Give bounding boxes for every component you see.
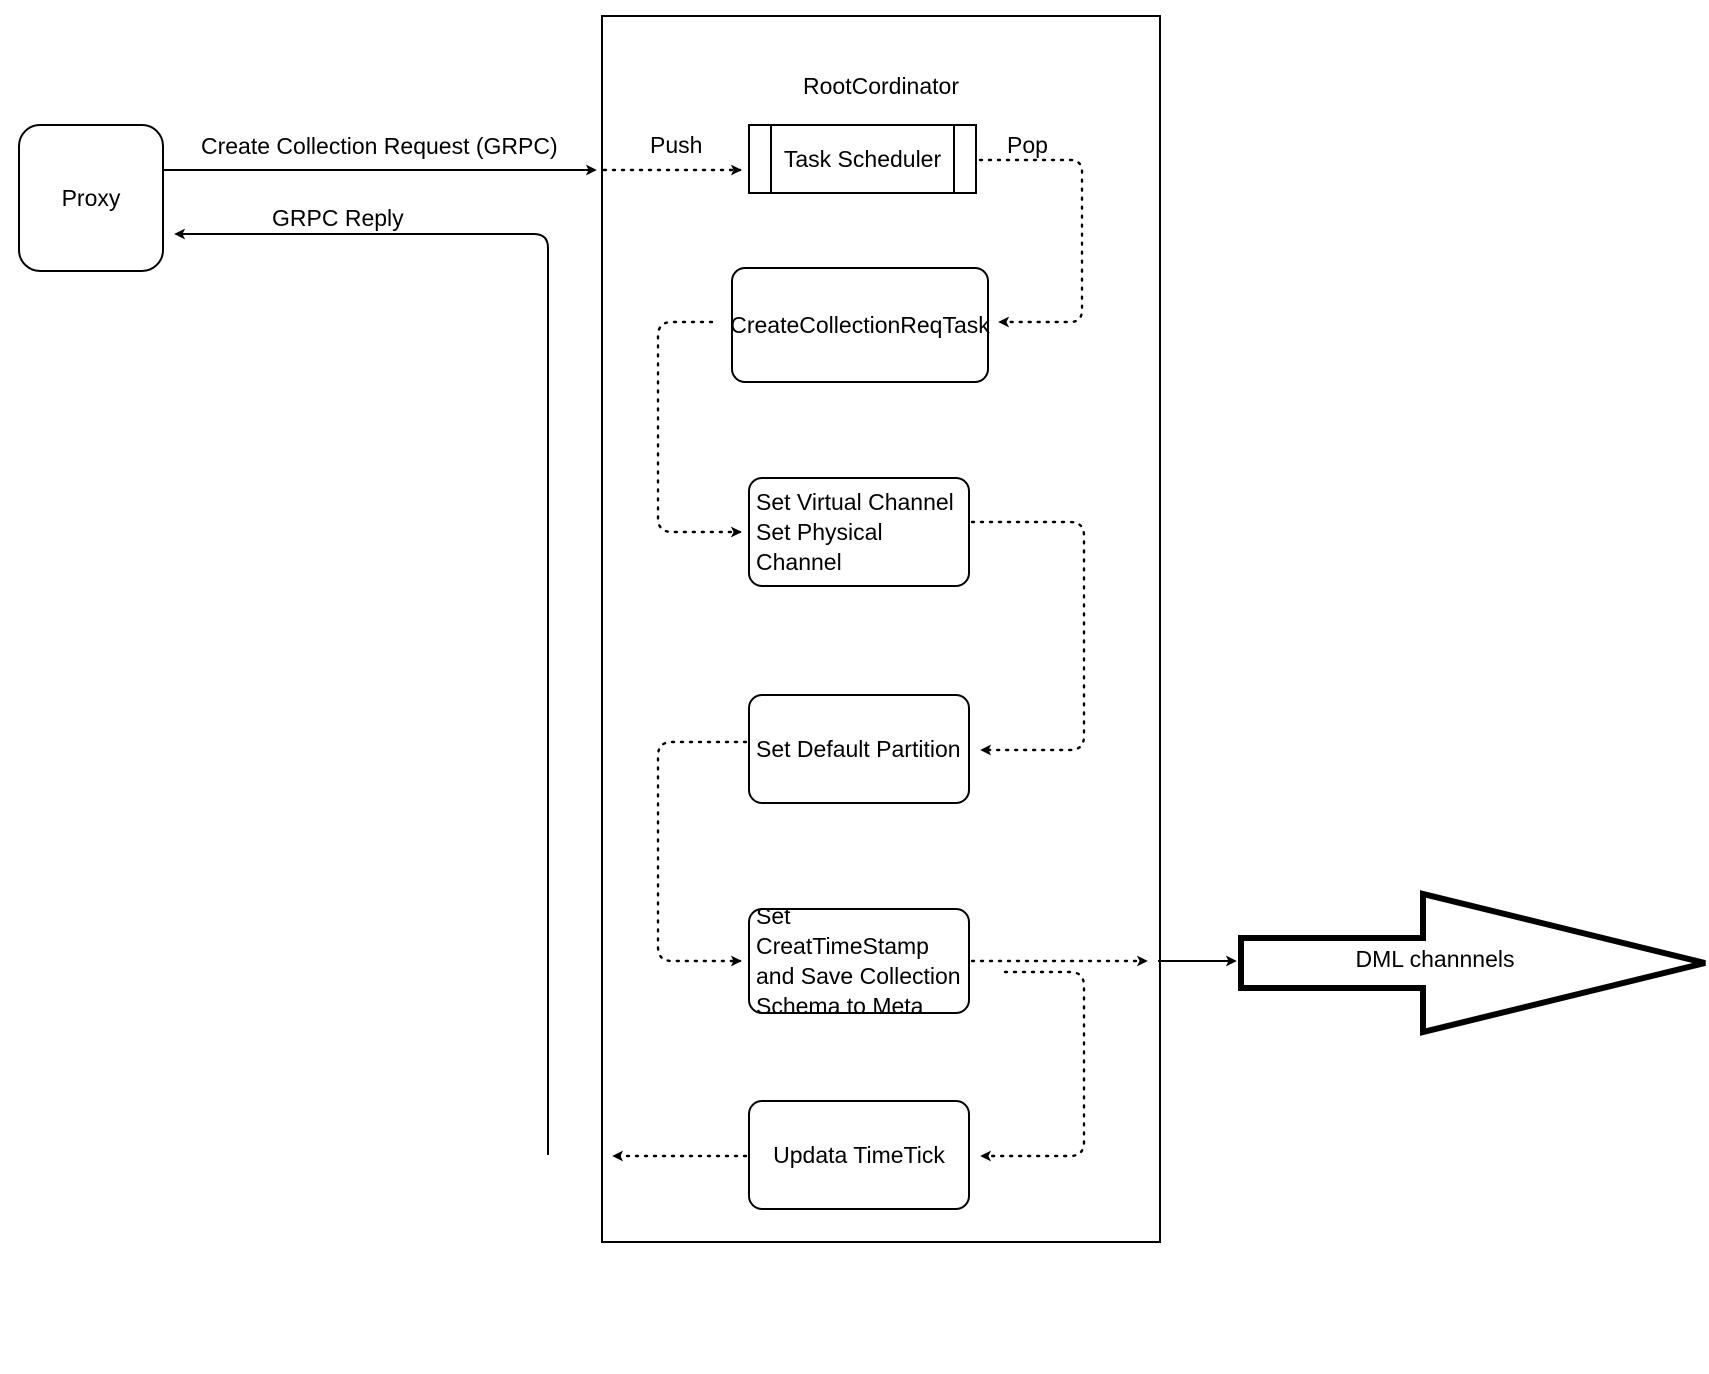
- node-set-timestamp[interactable]: Set CreatTimeStamp and Save Collection S…: [748, 903, 970, 1019]
- node-proxy[interactable]: Proxy: [18, 124, 164, 272]
- edge-grpc-reply: [174, 228, 549, 1155]
- node-set-channel-label: Set Virtual Channel Set Physical Channel: [756, 489, 954, 575]
- edge-label-grpc-reply: GRPC Reply: [272, 205, 404, 231]
- node-update-timetick[interactable]: Updata TimeTick: [748, 1100, 970, 1210]
- node-set-default-partition-label: Set Default Partition: [756, 736, 961, 762]
- root-coordinator-title: RootCordinator: [803, 73, 959, 99]
- node-create-collection-req-task[interactable]: CreateCollectionReqTask: [730, 267, 990, 383]
- queue-divider-left-icon: [770, 126, 772, 192]
- node-create-collection-req-task-label: CreateCollectionReqTask: [730, 312, 990, 338]
- root-coordinator-container[interactable]: RootCordinator: [601, 15, 1161, 1243]
- node-dml-channels-label: DML channnels: [1355, 946, 1515, 972]
- edge-label-push: Push: [650, 132, 703, 158]
- node-update-timetick-label: Updata TimeTick: [773, 1142, 945, 1168]
- node-task-scheduler-label: Task Scheduler: [783, 146, 942, 172]
- node-proxy-label: Proxy: [61, 185, 121, 211]
- node-dml-channels[interactable]: [1237, 890, 1709, 1036]
- node-set-channel[interactable]: Set Virtual Channel Set Physical Channel: [748, 477, 970, 587]
- edge-label-create-collection-request: Create Collection Request (GRPC): [201, 133, 558, 159]
- queue-divider-right-icon: [953, 126, 955, 192]
- edge-label-pop: Pop: [1007, 132, 1048, 158]
- node-set-default-partition[interactable]: Set Default Partition: [748, 694, 970, 804]
- node-set-timestamp-label: Set CreatTimeStamp and Save Collection S…: [756, 903, 961, 1019]
- node-task-scheduler[interactable]: Task Scheduler: [748, 124, 977, 194]
